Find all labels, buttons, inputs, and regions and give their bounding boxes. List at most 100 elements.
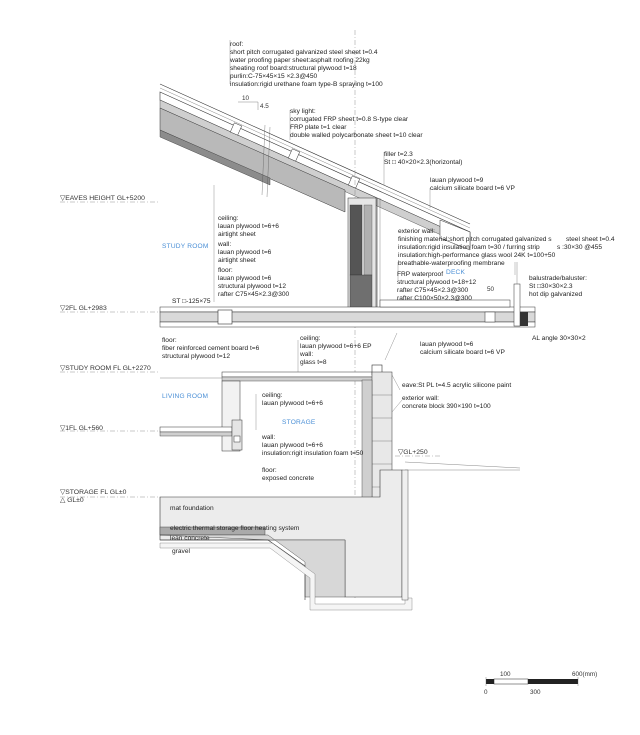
note-balustrade-1: St □30×30×2.3 xyxy=(529,283,573,290)
note-floor-study-0: floor: xyxy=(218,267,233,274)
note-skylight-1: corrugated FRP sheet t=0.8 S-type clear xyxy=(290,116,409,123)
note-frp: FRP waterproof structural plywood t=18+1… xyxy=(397,271,477,302)
note-filler-1: St □ 40×20×2.3(horizontal) xyxy=(384,159,462,166)
note-balustrade: balustrade/baluster: St □30×30×2.3 hot d… xyxy=(529,275,587,298)
scale-label-300: 300 xyxy=(530,689,541,696)
note-wall-study-2: airtight sheet xyxy=(218,257,256,264)
note-ceiling-storage-0: ceiling: xyxy=(262,392,283,399)
note-exterior-wall-3: insulation:high-performance glass wool 2… xyxy=(398,252,556,259)
note-exterior-wall-1: finishing material:short pitch corrugate… xyxy=(398,236,552,243)
note-floor-study: floor: lauan plywood t=6 structural plyw… xyxy=(218,267,290,298)
floor-1fl xyxy=(159,419,243,451)
room-study: STUDY ROOM xyxy=(162,243,209,250)
note-floor-living-1: fiber reinforced cement board t=6 xyxy=(162,345,260,352)
note-ceiling-mid: ceiling: lauan plywood t=6+6 EP wall: gl… xyxy=(299,335,372,366)
note-frp-1: structural plywood t=18+12 xyxy=(397,279,477,286)
note-roof-4: purlin:C-75×45×15 ×2.3@450 xyxy=(230,73,317,80)
note-ceiling-mid-3: glass t=8 xyxy=(300,359,327,366)
note-ext-wall-block: exterior wall: concrete block 390×190 t=… xyxy=(402,395,491,410)
note-roof-0: roof: xyxy=(230,41,243,48)
note-frp-0: FRP waterproof xyxy=(397,271,443,278)
note-floor-living-2: structural plywood t=12 xyxy=(162,353,230,360)
note-exterior-wall: exterior wall: finishing material:short … xyxy=(398,228,556,267)
room-storage: STORAGE xyxy=(282,419,316,426)
note-roof-3: sheating roof board:structural plywood t… xyxy=(230,65,357,72)
note-al-angle: AL angle 30×30×2 xyxy=(532,335,586,342)
level-eaves: ▽EAVES HEIGHT GL+5200 xyxy=(60,195,145,202)
note-roof-2: water proofing paper sheet:asphalt roofi… xyxy=(229,57,370,64)
note-ceiling-mid-2: wall: xyxy=(299,351,313,358)
note-floor-storage-0: floor: xyxy=(262,467,277,474)
note-balustrade-0: balustrade/baluster: xyxy=(529,275,587,282)
note-exterior-wall-0: exterior wall: xyxy=(398,228,435,235)
scale-bar: 100 600(mm) 0 300 xyxy=(484,671,597,696)
note-steel-sheet: steel sheet t=0.4 s :30×30 @455 xyxy=(557,236,615,251)
note-ceiling-storage-1: lauan plywood t=6+6 xyxy=(262,400,323,407)
level-1fl: ▽1FL GL+560 xyxy=(60,425,103,432)
room-labels: STUDY ROOM LIVING ROOM STORAGE DECK xyxy=(162,243,466,426)
level-2fl: ▽2FL GL+2983 xyxy=(60,305,107,312)
leader-lines xyxy=(213,40,516,430)
room-deck: DECK xyxy=(446,269,466,276)
note-skylight-2: FRP plate t=1 clear xyxy=(290,124,347,131)
note-skylight: sky light: corrugated FRP sheet t=0.8 S-… xyxy=(290,108,423,139)
note-wall-study-0: wall: xyxy=(217,241,231,248)
note-ceiling-right-0: lauan plywood t=6 xyxy=(420,341,474,348)
note-heating: electric thermal storage floor heating s… xyxy=(170,525,300,532)
note-wall-storage: wall: lauan plywood t=6+6 insulation:rig… xyxy=(261,434,364,457)
note-gravel: gravel xyxy=(172,548,190,555)
note-ceiling-storage: ceiling: lauan plywood t=6+6 xyxy=(262,392,323,407)
level-study-fl: ▽STUDY ROOM FL GL+2270 xyxy=(60,365,151,372)
level-storage-fl: ▽STORAGE FL GL±0 xyxy=(60,489,127,496)
scale-label-100: 100 xyxy=(500,671,511,678)
note-frp-3: rafter C100×50×2.3@300 xyxy=(397,295,472,302)
scale-label-0: 0 xyxy=(484,689,488,696)
note-floor-study-1: lauan plywood t=6 xyxy=(218,275,272,282)
note-roof-5: insulation:rigid urethane foam type-B sp… xyxy=(230,81,383,88)
note-wall-storage-2: insulation:rigit insulation foam t=50 xyxy=(262,450,364,457)
roof-dim-45: 4.5 xyxy=(260,103,269,110)
note-frp-2: rafter C75×45×2.3@300 xyxy=(397,287,469,294)
note-ceiling-mid-1: lauan plywood t=6+6 EP xyxy=(300,343,372,350)
note-ceiling-mid-0: ceiling: xyxy=(300,335,321,342)
roof-dim-10: 10 xyxy=(242,95,250,102)
roof-dimension: 10 4.5 xyxy=(238,95,269,110)
note-floor-study-2: structural plywood t=12 xyxy=(218,283,286,290)
note-exterior-wall-2: insulation:rigid insulation foam t=30 / … xyxy=(398,244,540,251)
upper-wall xyxy=(347,197,381,319)
level-gl0: △ GL±0 xyxy=(60,497,84,504)
note-steel-sheet-1: s :30×30 @455 xyxy=(557,244,602,251)
foundation xyxy=(159,461,521,611)
note-exterior-wall-4: breathable-waterproofing membrane xyxy=(398,260,505,267)
roof-assembly xyxy=(159,83,471,251)
note-floor-living-0: floor: xyxy=(162,337,177,344)
note-ceiling-right: lauan plywood t=6 calcium silicate board… xyxy=(420,341,505,356)
note-floor-storage: floor: exposed concrete xyxy=(262,467,314,482)
level-gl250: ▽GL+250 xyxy=(398,449,428,456)
note-st-beam: ST □-125×75 xyxy=(172,298,211,305)
note-wall-study: wall: lauan plywood t=6 airtight sheet xyxy=(217,241,272,264)
note-steel-sheet-0: steel sheet t=0.4 xyxy=(566,236,615,243)
note-skylight-3: double walled polycarbonate sheet t=10 c… xyxy=(290,132,423,139)
note-filler: filler t=2.3 St □ 40×20×2.3(horizontal) xyxy=(384,151,462,166)
note-lean: lean concrete xyxy=(170,535,210,542)
note-ceiling-study-2: airtight sheet xyxy=(218,231,256,238)
note-wall-study-1: lauan plywood t=6 xyxy=(218,249,272,256)
note-filler-0: filler t=2.3 xyxy=(384,151,413,158)
note-ceiling-study: ceiling: lauan plywood t=6+6 airtight sh… xyxy=(218,215,279,238)
deck-dim-50: 50 xyxy=(487,286,495,293)
note-ext-wall-block-0: exterior wall: xyxy=(402,395,439,402)
note-ceiling-study-0: ceiling: xyxy=(218,215,239,222)
note-roof-1: short pitch corrugated galvanized steel … xyxy=(230,49,378,56)
note-skylight-0: sky light: xyxy=(290,108,316,115)
note-ceiling-upper-0: lauan plywood t=9 xyxy=(430,177,484,184)
note-floor-study-3: rafter C75×45×2.3@300 xyxy=(218,291,290,298)
note-ceiling-right-1: calcium silicate board t=6 VP xyxy=(420,349,505,356)
note-ceiling-upper-1: calcium silicate board t=6 VP xyxy=(430,185,515,192)
note-ceiling-study-1: lauan plywood t=6+6 xyxy=(218,223,279,230)
note-roof: roof: short pitch corrugated galvanized … xyxy=(229,41,383,88)
room-living: LIVING ROOM xyxy=(162,393,208,400)
note-floor-living: floor: fiber reinforced cement board t=6… xyxy=(162,337,260,360)
